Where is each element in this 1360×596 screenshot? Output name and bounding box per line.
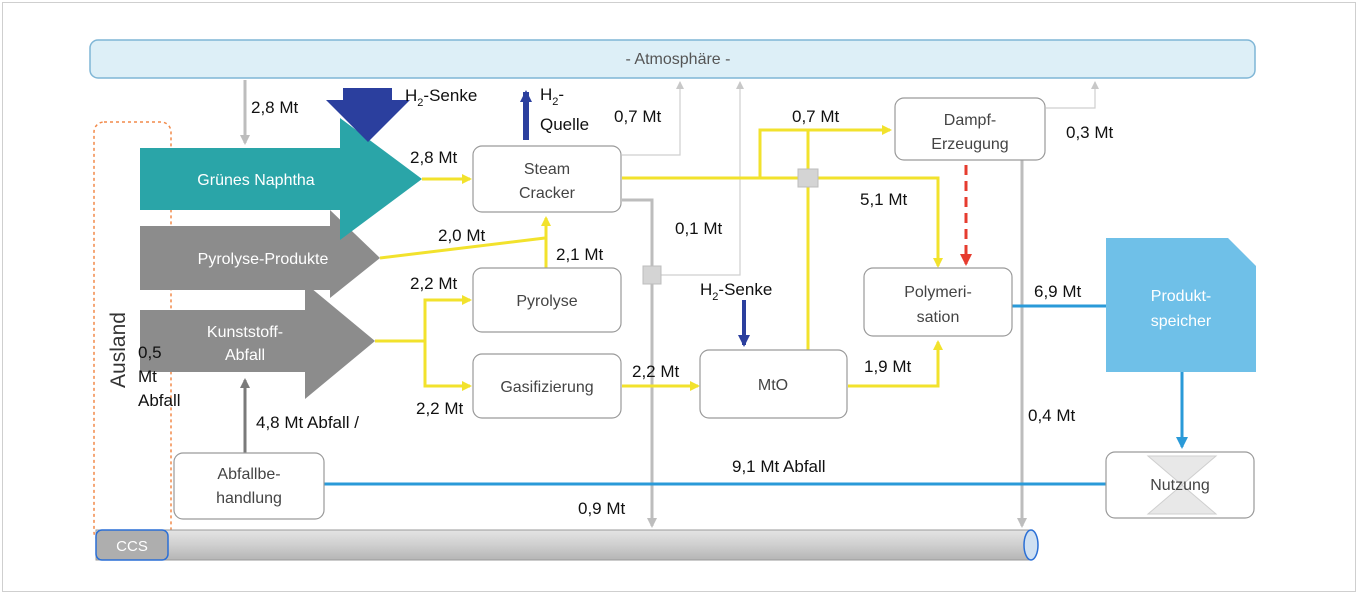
crossover-2 [797,168,819,188]
dampf-line1: Dampf- [944,112,996,129]
flow-line-cracker-to-poly [622,176,943,268]
box-steam-cracker [472,145,622,213]
arrow-pyrolyse-produkte [140,210,380,298]
flow-ausland-abfall-2: Mt [138,367,157,386]
abfall-line1: Abfallbe- [217,466,280,483]
flow-dampf-to-ccs: 0,4 Mt [1028,406,1076,425]
gasifizierung-label: Gasifizierung [500,379,593,396]
flow-line-pyroprod-to-cracker [379,236,546,260]
flow-to-atm-mid: 0,1 Mt [675,219,723,238]
flow-ausland-abfall-1: 0,5 [138,343,162,362]
h2-quelle-label-2: Quelle [540,115,589,134]
flow-ausland-abfall-3: Abfall [138,391,181,410]
flow-mto-to-poly: 1,9 Mt [864,357,912,376]
flow-pyrolyse-to-cracker: 2,1 Mt [556,245,604,264]
flow-cracker-to-atm: 0,7 Mt [614,107,662,126]
flow-line-cracker-to-atm [622,81,684,156]
h2-senke-top-label: H2-Senke [405,86,477,109]
flow-abfall-to-kunststoff: 4,8 Mt Abfall / [256,413,359,432]
box-nutzung [1105,451,1255,519]
speicher-line2: speicher [1151,313,1212,330]
label-kunststoff-1: Kunststoff- [207,324,283,341]
box-pyrolyse [472,267,622,333]
arrow-gruenes-naphtha [140,118,422,240]
steam-cracker-line1: Steam [524,161,570,178]
flow-to-dampf: 0,7 Mt [792,107,840,126]
nutzung-label: Nutzung [1150,477,1210,494]
label-pyrolyse-produkte: Pyrolyse-Produkte [198,251,329,268]
flow-atm-to-naphtha: 2,8 Mt [251,98,299,117]
crossover-1 [642,265,662,285]
flow-gasi-to-mto: 2,2 Mt [632,362,680,381]
flow-naphtha-to-cracker: 2,8 Mt [410,148,458,167]
label-kunststoff-2: Abfall [225,347,265,364]
ccs-label: CCS [116,538,148,555]
flow-to-ccs: 0,9 Mt [578,499,626,518]
abfall-line2: handlung [216,490,282,507]
box-abfallbehandlung [173,452,325,520]
box-gasifizierung [472,353,622,419]
flow-to-pyrolyse: 2,2 Mt [410,274,458,293]
atmosphere-label: - Atmosphäre - [626,51,731,68]
arrow-h2-senke-top [326,88,410,142]
dampf-line2: Erzeugung [931,136,1008,153]
flow-line-to-dampf [758,125,892,178]
label-gruenes-naphtha: Grünes Naphtha [197,172,315,189]
flow-pyroprod-to-cracker: 2,0 Mt [438,226,486,245]
ccs-pipe [95,529,1032,561]
ccs-pipe-end [1023,529,1039,561]
steam-cracker-line2: Cracker [519,185,576,202]
flow-cracker-to-poly: 5,1 Mt [860,190,908,209]
flow-nutzung-to-abfall: 9,1 Mt Abfall [732,457,826,476]
h2-senke-mto-label: H2-Senke [700,280,772,303]
speicher-line1: Produkt- [1151,288,1211,305]
box-produktspeicher [1106,238,1256,372]
flow-dampf-to-atm: 0,3 Mt [1066,123,1114,142]
ausland-label: Ausland [107,312,130,388]
flow-line-mto-to-poly [848,340,943,388]
flow-to-gasifizierung: 2,2 Mt [416,399,464,418]
flow-line-mid-to-atm [652,81,744,276]
flow-line-kunststoff-split [375,295,472,343]
mto-label: MtO [758,377,788,394]
flow-line-to-gasifizierung [423,341,472,391]
flow-line-dampf-to-atm [1046,81,1099,109]
flow-line-cracker-to-ccs [622,198,657,528]
box-dampf-erzeugung [894,97,1046,161]
poly-line2: sation [917,309,960,326]
flow-poly-to-speicher: 6,9 Mt [1034,282,1082,301]
box-polymerisation [863,267,1013,337]
atmosphere-bar [89,39,1256,79]
poly-line1: Polymeri- [904,284,972,301]
arrow-kunststoff-abfall [140,283,375,399]
box-mto [699,349,848,419]
nutzung-hourglass-icon [1146,455,1218,515]
ccs-box [95,529,169,561]
pyrolyse-label: Pyrolyse [516,293,577,310]
h2-quelle-label: H2- [540,85,564,108]
